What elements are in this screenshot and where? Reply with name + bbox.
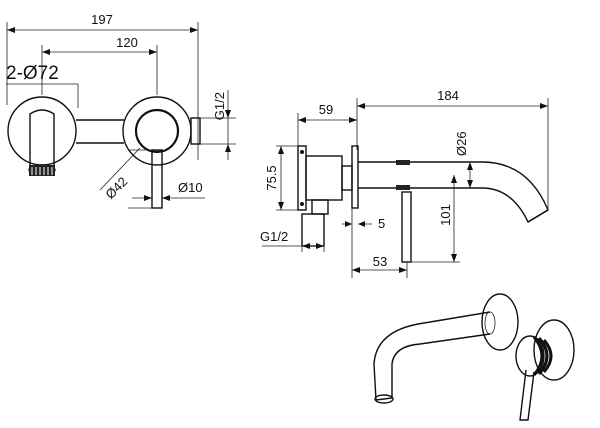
knurl-ring-icon [532,336,553,376]
dim-body-height: 75.5 [264,165,279,190]
dim-body-depth: 59 [319,102,333,117]
dim-center-distance: 120 [116,35,138,50]
perspective-view [373,293,575,421]
dim-handle-diameter: Ø42 [102,174,130,202]
side-view: 184 59 75.5 Ø26 1 [260,88,549,278]
dim-rosette-thickness: 5 [378,216,385,231]
dim-spout-diameter: Ø26 [454,131,469,156]
front-view: 197 120 2-Ø72 Ø42 [6,12,236,209]
aerator-icon [29,165,55,176]
rosette-plate [351,145,359,209]
dim-lever-height: 101 [438,204,453,226]
dim-overall-width: 197 [91,12,113,27]
handle-circle [134,108,180,154]
lever [151,149,163,209]
dim-lever-diameter: Ø10 [178,180,203,195]
dim-thread-bottom: G1/2 [260,229,288,244]
dim-lever-offset: 53 [373,254,387,269]
left-rosette [7,96,77,166]
dim-rosette-spec: 2-Ø72 [6,63,59,84]
dim-thread-right: G1/2 [212,92,227,120]
dim-spout-length: 184 [437,88,459,103]
side-lever [401,191,412,263]
spout-ring [396,160,410,165]
